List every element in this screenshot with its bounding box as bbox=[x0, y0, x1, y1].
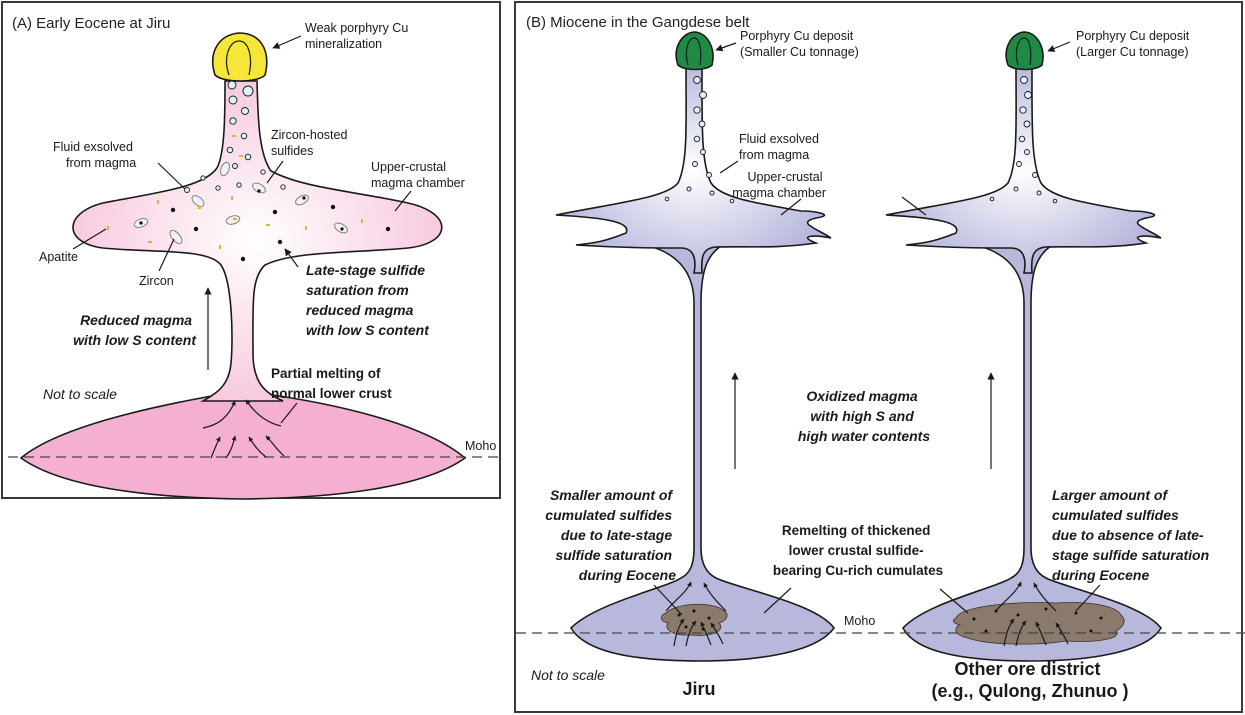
fluid-exsolved-label-b: Fluid exsolved from magma bbox=[739, 132, 822, 162]
panel-b-title: (B) Miocene in the Gangdese belt bbox=[526, 14, 750, 31]
lower-crust-melt-zone bbox=[19, 392, 467, 500]
reduced-magma-label: Reduced magma with low S content bbox=[73, 312, 197, 348]
not-to-scale-label-b: Not to scale bbox=[531, 667, 605, 683]
cumulates-small bbox=[660, 603, 728, 636]
jiru-magmatic-system bbox=[555, 31, 835, 662]
remelting-label: Remelting of thickened lower crustal sul… bbox=[773, 523, 943, 578]
fluid-bubbles-right bbox=[989, 76, 1058, 204]
panel-a-diagram: (A) Early Eocene at Jiru Mo bbox=[8, 15, 501, 500]
other-district-magmatic-system bbox=[885, 31, 1162, 662]
cumulates-large bbox=[953, 602, 1125, 645]
partial-melting-label: Partial melting of normal lower crust bbox=[271, 366, 392, 401]
apatite-crystals bbox=[107, 135, 363, 249]
zircon-hosted-sulfides-label: Zircon-hosted sulfides bbox=[271, 128, 351, 158]
not-to-scale-label: Not to scale bbox=[43, 386, 117, 402]
apatite-label: Apatite bbox=[39, 250, 78, 264]
weak-mineralization-label: Weak porphyry Cu mineralization bbox=[305, 21, 412, 51]
melt-ascent-arrows bbox=[202, 399, 285, 459]
panel-b-miocene: (B) Miocene in the Gangdese belt bbox=[514, 1, 1245, 713]
fluid-exsolved-label: Fluid exsolved from magma bbox=[53, 140, 136, 170]
fluid-bubbles bbox=[184, 80, 286, 193]
chamber-label-b: Upper-crustal magma chamber bbox=[732, 170, 826, 200]
moho-label: Moho bbox=[465, 439, 496, 453]
weak-mineralization-cap bbox=[211, 32, 268, 82]
panel-a-early-eocene: (A) Early Eocene at Jiru Mo bbox=[1, 1, 501, 500]
deposit-larger-label: Porphyry Cu deposit (Larger Cu tonnage) bbox=[1076, 29, 1193, 59]
moho-label-b: Moho bbox=[844, 614, 875, 628]
zircon-label: Zircon bbox=[139, 274, 174, 288]
panel-a-title: (A) Early Eocene at Jiru bbox=[12, 15, 170, 32]
other-district-label: Other ore district (e.g., Qulong, Zhunuo… bbox=[932, 659, 1129, 701]
fluid-bubbles-left bbox=[664, 76, 735, 204]
oxidized-magma-label: Oxidized magma with high S and high wate… bbox=[798, 388, 930, 444]
larger-amount-label: Larger amount of cumulated sulfides due … bbox=[1052, 487, 1213, 583]
upper-crustal-magma-chamber bbox=[72, 80, 443, 402]
late-stage-saturation-label: Late-stage sulfide saturation from reduc… bbox=[306, 262, 430, 338]
upper-crustal-chamber-label: Upper-crustal magma chamber bbox=[371, 160, 465, 190]
smaller-amount-label: Smaller amount of cumulated sulfides due… bbox=[545, 487, 676, 583]
deposit-smaller-label: Porphyry Cu deposit (Smaller Cu tonnage) bbox=[740, 29, 859, 59]
panel-b-diagram: (B) Miocene in the Gangdese belt bbox=[516, 14, 1245, 701]
jiru-label: Jiru bbox=[682, 679, 715, 699]
